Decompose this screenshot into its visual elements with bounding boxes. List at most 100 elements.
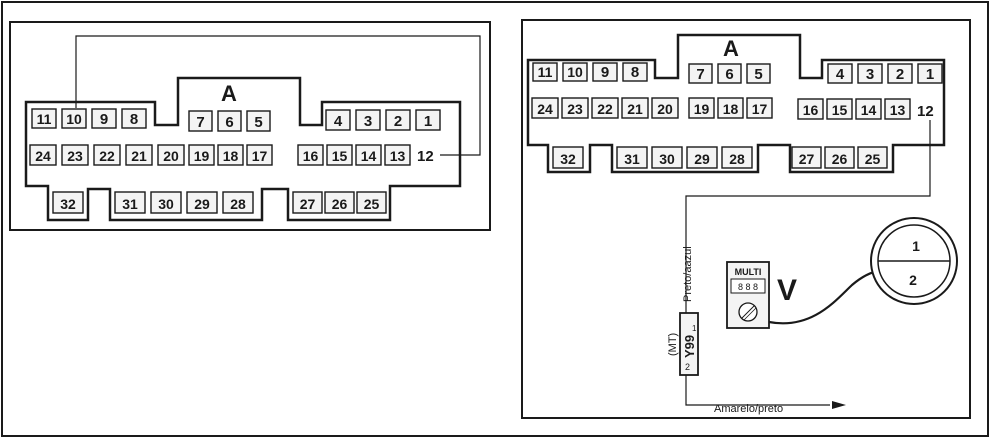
multimeter-unit: V (777, 274, 797, 307)
left-pin-box-21 (125, 144, 153, 166)
left-pin-box-32 (52, 191, 84, 214)
right-pin-21: 21 (627, 101, 643, 117)
right-pin-31: 31 (624, 151, 640, 167)
right-panel-frame (521, 19, 971, 419)
left-pin-box-16 (297, 144, 324, 166)
left-pin-box-10 (61, 108, 87, 129)
right-pin-box-5 (746, 63, 771, 84)
right-connector-outline (526, 33, 946, 174)
right-pin-box-9 (592, 62, 618, 82)
right-pin-23: 23 (567, 101, 583, 117)
wire-bottom-label: Amarelo/preto (714, 403, 783, 415)
left-pin-box-18 (217, 144, 244, 166)
left-pin-box-23 (61, 144, 89, 166)
left-pin-box-6 (217, 110, 242, 132)
left-pin-box-28 (222, 191, 254, 214)
left-pin-20: 20 (163, 148, 179, 164)
left-pin-19: 19 (194, 148, 210, 164)
right-pin-box-28 (721, 146, 753, 169)
left-pin-3: 3 (364, 113, 372, 130)
left-panel-frame (9, 21, 491, 231)
right-pin-box-11 (532, 62, 558, 82)
wire-pin12-to-component (685, 120, 931, 305)
left-pin-24: 24 (35, 148, 51, 164)
right-pin-7: 7 (696, 66, 704, 83)
right-pin-32: 32 (560, 151, 576, 167)
right-pin-box-7 (688, 63, 713, 84)
right-pin-27: 27 (799, 151, 815, 167)
left-pin-8: 8 (130, 111, 138, 128)
right-pin-25: 25 (865, 151, 881, 167)
multimeter-display-text: 8 8 8 (738, 282, 758, 292)
right-pin-box-1 (917, 63, 943, 84)
right-pin-11: 11 (538, 64, 553, 80)
right-pin-13: 13 (890, 102, 906, 118)
left-pin-31: 31 (122, 196, 138, 212)
left-pin-32: 32 (60, 196, 76, 212)
right-pin-20: 20 (657, 101, 673, 117)
left-pin-box-26 (324, 191, 355, 214)
left-pin-18: 18 (223, 148, 239, 164)
right-pin-box-29 (686, 146, 718, 169)
right-pin-9: 9 (601, 64, 609, 81)
right-pin-box-25 (857, 146, 888, 169)
right-pin-4: 4 (836, 66, 845, 83)
right-pin-19: 19 (694, 101, 710, 117)
left-pin-23: 23 (67, 148, 83, 164)
multimeter-dial-mark-2 (743, 307, 757, 321)
left-pin-box-13 (384, 144, 411, 166)
left-pin-28: 28 (230, 196, 246, 212)
right-pin-24: 24 (537, 101, 553, 117)
left-connector-outline (24, 76, 462, 222)
left-pin-box-1 (415, 109, 441, 131)
left-pin-box-7 (188, 110, 213, 132)
left-pin-15: 15 (332, 148, 348, 164)
right-pin-box-16 (797, 98, 824, 120)
left-pin-5: 5 (254, 114, 262, 131)
left-pin-4: 4 (334, 113, 343, 130)
left-pin-9: 9 (100, 111, 108, 128)
left-pin-box-9 (91, 108, 117, 129)
right-pin-17: 17 (752, 101, 768, 117)
right-pin-box-4 (827, 63, 853, 84)
gauge-pin2: 2 (909, 272, 917, 288)
left-pin-box-4 (325, 109, 351, 131)
left-pin-14: 14 (361, 148, 377, 164)
gauge-pin1: 1 (912, 238, 920, 254)
left-pin-box-30 (150, 191, 182, 214)
right-pin-box-24 (531, 97, 559, 119)
right-pin-18: 18 (723, 101, 739, 117)
left-pin-6: 6 (225, 114, 233, 131)
left-pin-box-24 (29, 144, 57, 166)
left-pin-7: 7 (196, 114, 204, 131)
right-pin-12: 12 (917, 103, 934, 120)
left-pin-box-15 (326, 144, 353, 166)
left-pin-17: 17 (252, 148, 268, 164)
left-connector-label: A (221, 81, 237, 106)
right-pin-box-13 (884, 98, 911, 120)
arrow-head (832, 401, 846, 409)
right-pin-6: 6 (725, 66, 733, 83)
right-pin-1: 1 (926, 66, 934, 83)
left-pin-21: 21 (131, 148, 147, 164)
right-pin-box-19 (688, 97, 715, 119)
left-pin-box-5 (246, 110, 271, 132)
left-pin-16: 16 (303, 148, 319, 164)
right-pin-28: 28 (729, 151, 745, 167)
left-pin-27: 27 (300, 196, 316, 212)
right-pin-box-14 (855, 98, 882, 120)
right-pin-box-8 (622, 62, 648, 82)
right-pin-box-10 (562, 62, 588, 82)
left-pin-25: 25 (364, 196, 380, 212)
wire-top-label: Preto/aazul (682, 246, 694, 302)
right-pin-5: 5 (754, 66, 762, 83)
right-pin-box-17 (746, 97, 773, 119)
left-pin-22: 22 (99, 148, 115, 164)
right-pin-box-26 (824, 146, 855, 169)
multimeter-dial-mark (741, 305, 755, 319)
left-pin-box-17 (246, 144, 273, 166)
right-pin-10: 10 (567, 64, 583, 80)
